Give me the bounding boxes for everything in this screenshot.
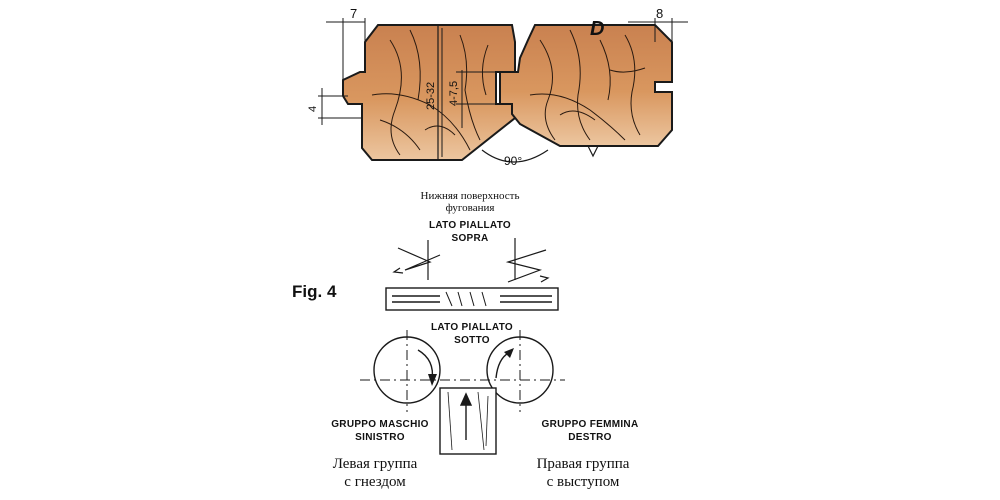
bottom-side-label-line1: LATO PIALLATO [430, 322, 514, 333]
left-rotation-arrowhead [428, 374, 437, 386]
dim-tongue-offset: 4 [307, 106, 319, 112]
dim-8 [628, 18, 688, 42]
right-board-profile [499, 24, 673, 147]
left-group-label: GRUPPO MASCHIO SINISTRO [320, 418, 440, 444]
dim-4-7-5 [456, 70, 496, 128]
right-group-ru-line2: с выступом [546, 474, 620, 490]
feed-block [439, 387, 497, 455]
angle-arc [481, 149, 549, 163]
right-group-label: GRUPPO FEMMINA DESTRO [530, 418, 650, 444]
left-group-ru: Левая группа с гнездом [315, 455, 435, 491]
top-motion-lines [392, 238, 550, 283]
top-note-ru-line2: фугования [445, 202, 495, 214]
dim-7 [326, 18, 366, 80]
profile-letter: D [590, 18, 604, 40]
figure-label: Fig. 4 [292, 282, 337, 301]
dim-bevel-angle: 90° [504, 154, 522, 168]
top-side-label-line2: SOPRA [451, 233, 489, 244]
right-group-ru-line1: Правая группа [536, 456, 630, 472]
top-side-label: LATO PIALLATO SOPRA [410, 219, 530, 245]
left-group-label-line1: GRUPPO MASCHIO [331, 419, 429, 430]
right-group-ru: Правая группа с выступом [518, 455, 648, 491]
bottom-side-label-line2: SOTTO [454, 335, 490, 346]
reference-triangle [587, 145, 599, 158]
top-note-ru-line1: Нижняя поверхность [420, 190, 520, 202]
dim-tongue-height: 4-7,5 [448, 81, 460, 106]
top-side-label-line1: LATO PIALLATO [428, 220, 512, 231]
dim-board-thickness: 25-32 [425, 82, 437, 110]
left-group-ru-line1: Левая группа [332, 456, 418, 472]
top-note-ru: Нижняя поверхность фугования [400, 190, 540, 214]
right-group-label-line2: DESTRO [568, 432, 612, 443]
board-strip [385, 287, 559, 311]
wood-grain [371, 29, 646, 156]
dim-groove-width: 7 [350, 6, 357, 21]
left-group-label-line2: SINISTRO [355, 432, 405, 443]
left-group-ru-line2: с гнездом [344, 474, 406, 490]
right-group-label-line1: GRUPPO FEMMINA [541, 419, 639, 430]
right-rotation-arrowhead [504, 348, 514, 358]
bottom-side-label: LATO PIALLATO SOTTO [412, 321, 532, 347]
dim-tongue-width: 8 [656, 6, 663, 21]
centre-lines [360, 330, 565, 412]
dim-4 [318, 88, 362, 125]
